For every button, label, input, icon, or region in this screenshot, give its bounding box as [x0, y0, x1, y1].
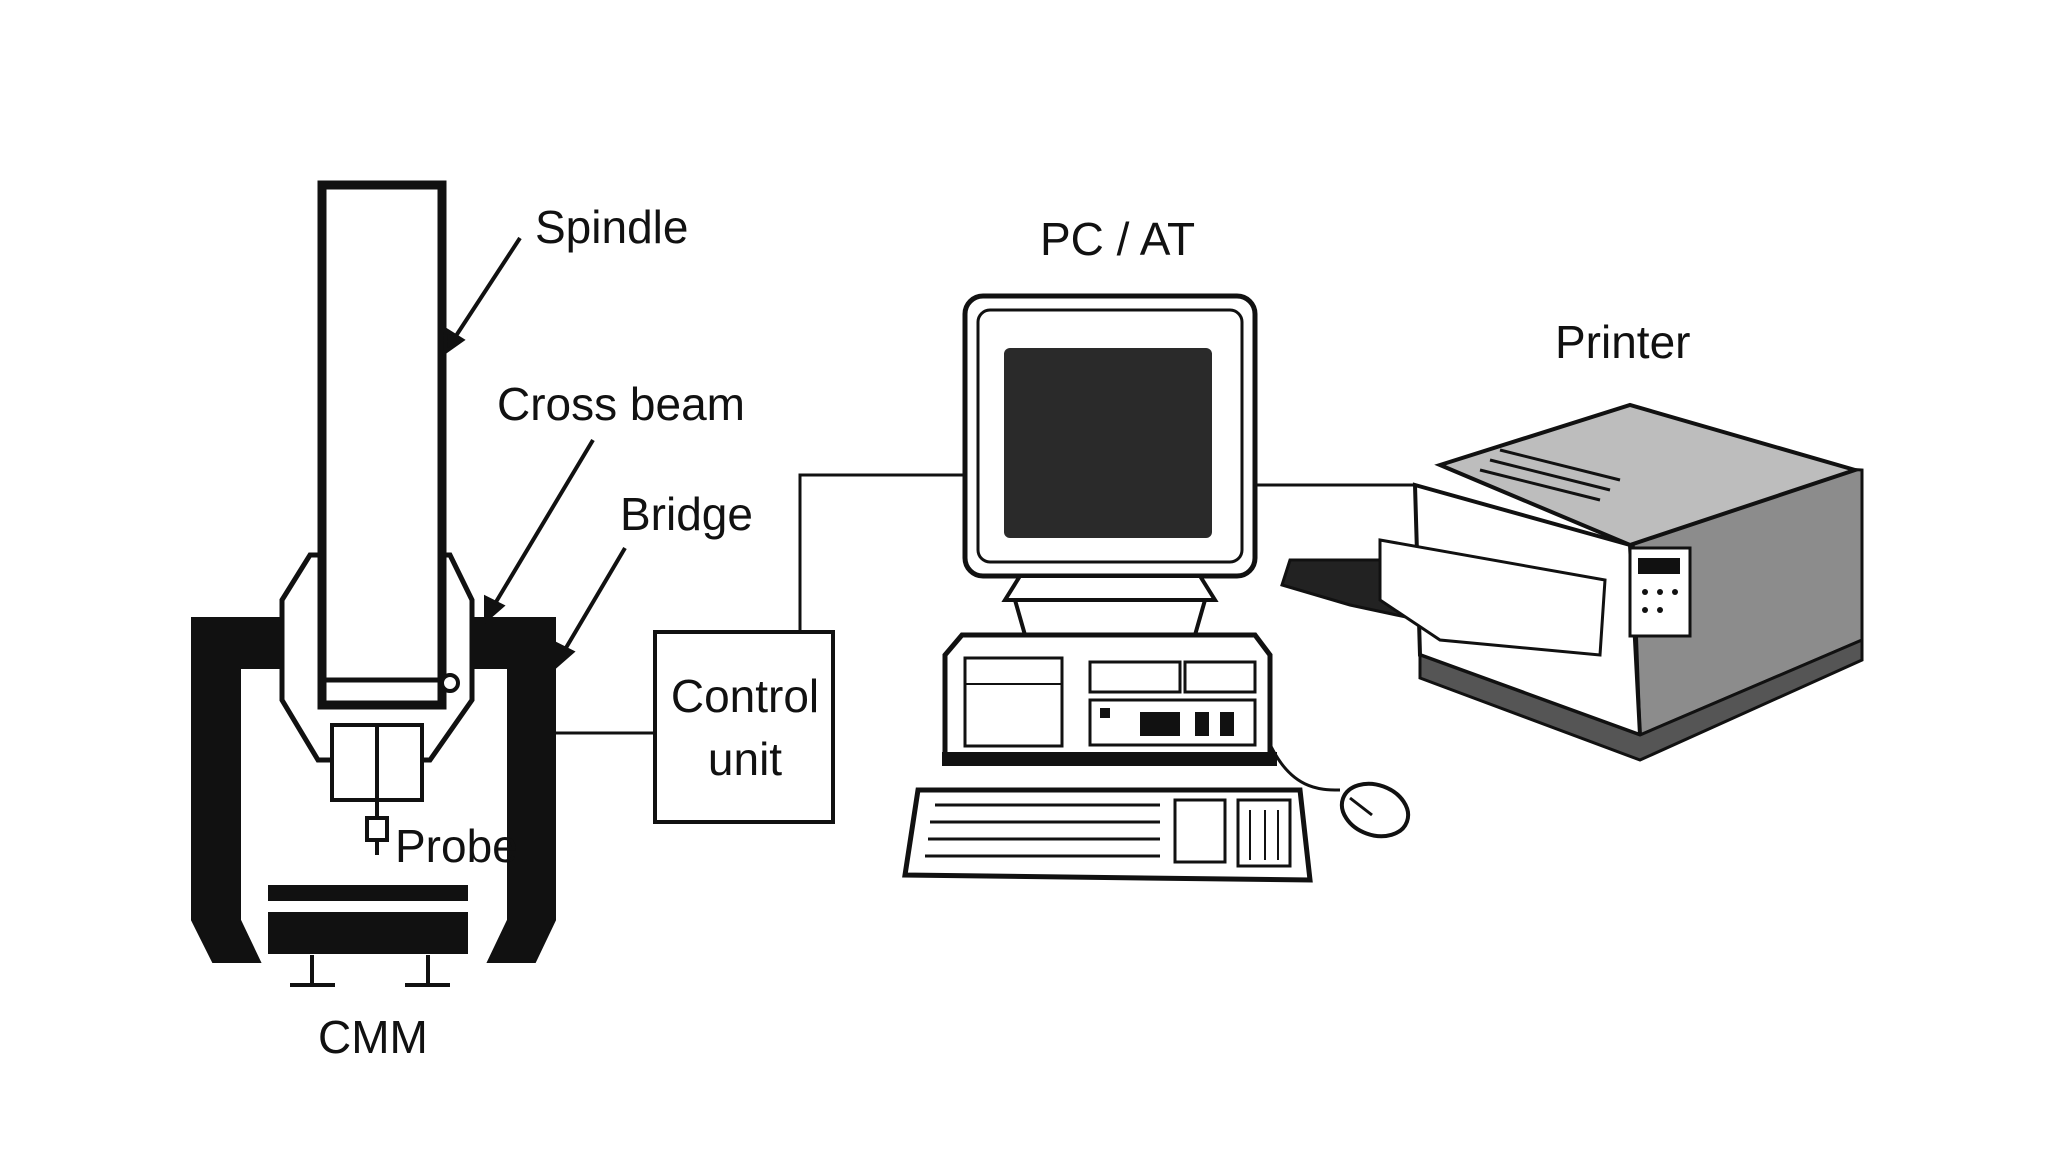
printer — [1280, 402, 1864, 762]
cmm-machine — [191, 180, 556, 987]
printer-top — [1434, 402, 1862, 548]
label-control-unit-line1: Control — [671, 670, 819, 722]
mouse — [1339, 781, 1411, 839]
label-cmm: CMM — [318, 1011, 428, 1063]
leader-lines — [442, 236, 627, 671]
pc-at — [902, 293, 1411, 883]
label-spindle: Spindle — [535, 201, 688, 253]
label-probe: Probe — [395, 820, 518, 872]
spindle — [317, 180, 447, 710]
label-bridge: Bridge — [620, 488, 753, 540]
bridge-frame — [191, 617, 556, 963]
mouse-cable — [1266, 739, 1341, 792]
cmm-table-base — [268, 912, 468, 954]
label-cross-beam: Cross beam — [497, 378, 745, 430]
labels: Spindle Cross beam Bridge Probe CMM Cont… — [318, 201, 1690, 1063]
control-unit — [653, 630, 835, 824]
wire-control-pc — [798, 473, 968, 632]
monitor-screen — [1004, 348, 1212, 538]
cmm-table-top — [268, 885, 468, 901]
probe-tip — [365, 816, 389, 842]
label-control-unit-line2: unit — [708, 733, 782, 785]
cross-beam-knob — [440, 673, 460, 693]
label-printer: Printer — [1555, 316, 1690, 368]
label-pc-at: PC / AT — [1040, 213, 1195, 265]
